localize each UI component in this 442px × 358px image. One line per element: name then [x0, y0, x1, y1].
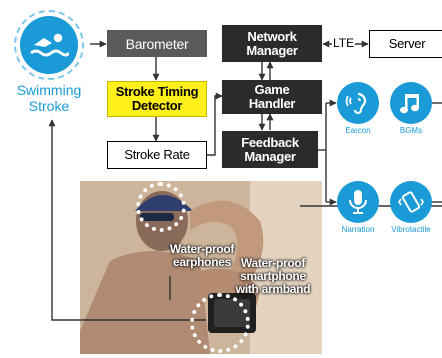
network-manager-line1: Network — [247, 28, 297, 44]
earcon-label: Earcon — [345, 126, 371, 135]
narration-label: Narration — [341, 225, 375, 234]
game-handler-line2: Handler — [248, 96, 296, 111]
ear-sound-icon — [345, 92, 367, 115]
vibrating-phone-icon — [398, 191, 424, 213]
earcon-icon-badge — [337, 82, 379, 124]
smartphone-caption-line2: smartphone — [240, 269, 306, 283]
server-label: Server — [388, 36, 426, 51]
bgms-label: BGMs — [399, 126, 423, 135]
stroke-timing-line2: Detector — [131, 98, 183, 113]
game-handler-line1: Game — [254, 82, 290, 97]
swimmer-icon — [20, 16, 78, 74]
microphone-icon — [349, 190, 367, 214]
feedback-manager-line1: Feedback — [241, 134, 299, 150]
stroke-timing-detector-box: Stroke Timing Detector — [107, 81, 207, 117]
smartphone-caption-line1: Water-proof — [240, 256, 306, 270]
music-note-icon — [400, 94, 419, 114]
network-manager-box: Network Manager — [222, 25, 322, 62]
network-manager-line2: Manager — [246, 42, 298, 58]
smartphone-caption: Water-proof smartphone with armband — [226, 257, 320, 296]
barometer-label: Barometer — [125, 35, 189, 52]
swimming-stroke-icon-badge — [14, 10, 84, 80]
stroke-timing-line1: Stroke Timing — [115, 84, 199, 99]
smartphone-caption-line3: with armband — [235, 282, 311, 296]
swimming-stroke-label: Swimming Stroke — [8, 82, 90, 114]
stroke-rate-box: Stroke Rate — [107, 141, 207, 169]
vibrotactile-label: Vibrotactile — [391, 225, 431, 234]
stroke-label-line2: Stroke — [28, 98, 70, 114]
barometer-box: Barometer — [107, 30, 207, 57]
game-handler-box: Game Handler — [222, 80, 322, 114]
feedback-manager-box: Feedback Manager — [222, 131, 318, 168]
bgms-icon-badge — [390, 82, 432, 124]
server-box: Server — [369, 30, 442, 58]
earphone-highlight-circle — [136, 182, 186, 232]
lte-label: LTE — [332, 36, 356, 50]
swimming-label-line1: Swimming — [16, 82, 82, 98]
stroke-rate-label: Stroke Rate — [124, 147, 190, 162]
phone-highlight-circle — [190, 293, 250, 353]
feedback-manager-line2: Manager — [244, 148, 296, 164]
vibrotactile-icon-badge — [390, 181, 432, 223]
narration-icon-badge — [337, 181, 379, 223]
